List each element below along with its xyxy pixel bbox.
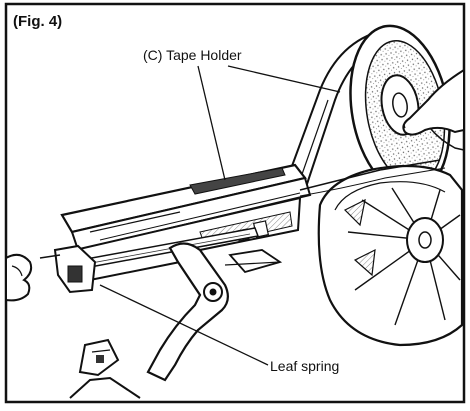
callout-leaf-spring: Leaf spring [99,284,339,374]
callout-tape-holder: (C) Tape Holder [143,47,341,181]
tape-holder-label: (C) Tape Holder [143,47,242,63]
hand-upper-right [402,68,465,151]
tape-holder-leader-1 [197,65,226,181]
front-nose [39,244,97,294]
tape-holder [60,159,446,252]
leaf-spring-label: Leaf spring [270,358,339,374]
staple-drum [317,164,464,347]
handle-lever [146,242,283,382]
grip-lower-left [69,338,141,399]
leaf-spring-leader [99,284,269,366]
figure-label: (Fig. 4) [13,13,62,30]
hand-left [5,253,33,302]
tape-holder-leader-2 [227,65,341,93]
